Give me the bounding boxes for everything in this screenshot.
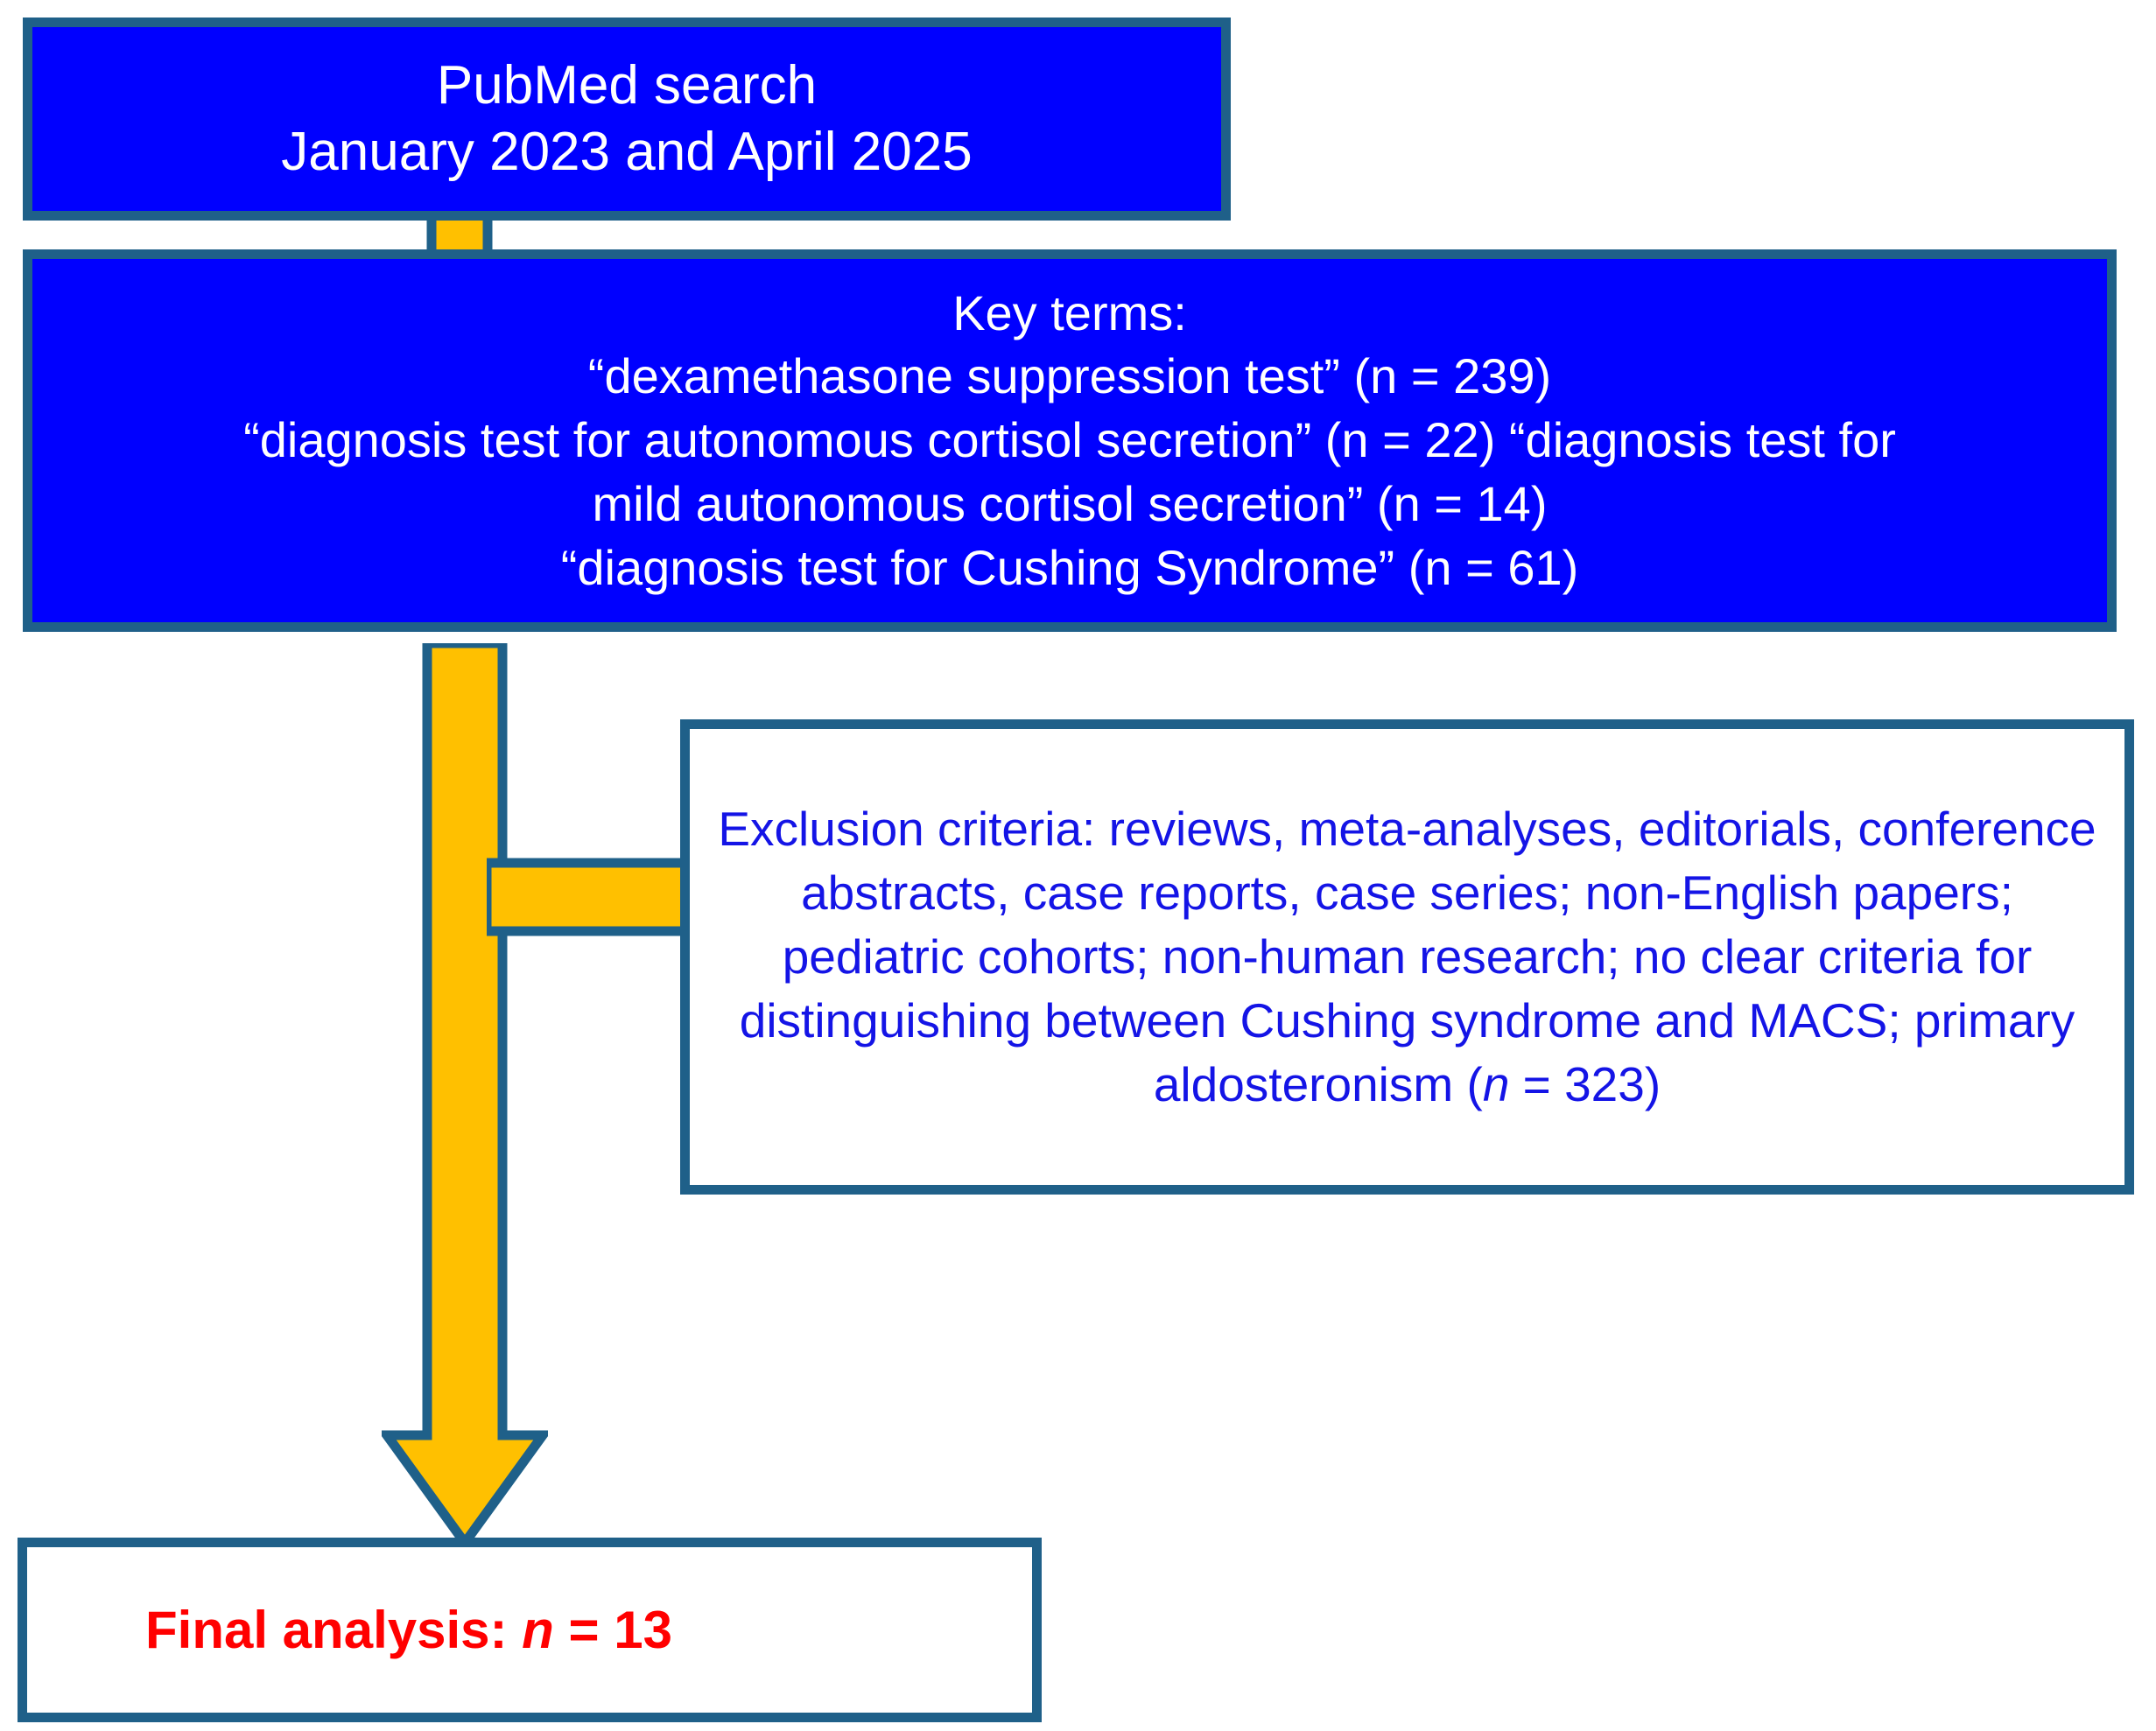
pubmed-search-line-1: PubMed search [436,55,818,116]
final-analysis-value: = 13 [553,1601,672,1659]
node-exclusion-criteria: Exclusion criteria: reviews, meta-analys… [680,719,2134,1195]
node-final-analysis: Final analysis: n = 13 [18,1538,1042,1722]
final-analysis-symbol: n [522,1601,554,1659]
key-terms-line-3: mild autonomous cortisol secretion” (n =… [592,475,1548,531]
exclusion-count-symbol: n [1482,1057,1510,1112]
node-key-terms: Key terms: “dexamethasone suppression te… [23,249,2117,632]
node-final-analysis-content: Final analysis: n = 13 [27,1600,1032,1660]
key-terms-line-1: “dexamethasone suppression test” (n = 23… [587,348,1552,404]
arrow-keyterms-to-final-icon [382,643,548,1549]
exclusion-count-value: = 323) [1509,1057,1661,1112]
exclusion-criteria-body: Exclusion criteria: reviews, meta-analys… [718,801,2096,1112]
exclusion-count-open: ( [1466,1057,1483,1112]
key-terms-line-2: “diagnosis test for autonomous cortisol … [243,412,1896,468]
final-analysis-label: Final analysis: [145,1601,508,1659]
node-pubmed-search: PubMed search January 2023 and April 202… [23,18,1231,221]
down-arrow-shape-large [382,643,548,1549]
node-exclusion-criteria-content: Exclusion criteria: reviews, meta-analys… [690,797,2124,1118]
key-terms-heading: Key terms: [952,284,1187,340]
node-pubmed-search-content: PubMed search January 2023 and April 202… [32,53,1221,185]
node-key-terms-content: Key terms: “dexamethasone suppression te… [32,282,2107,600]
key-terms-line-4: “diagnosis test for Cushing Syndrome” (n… [560,539,1579,595]
pubmed-search-line-2: January 2023 and April 2025 [281,122,973,182]
